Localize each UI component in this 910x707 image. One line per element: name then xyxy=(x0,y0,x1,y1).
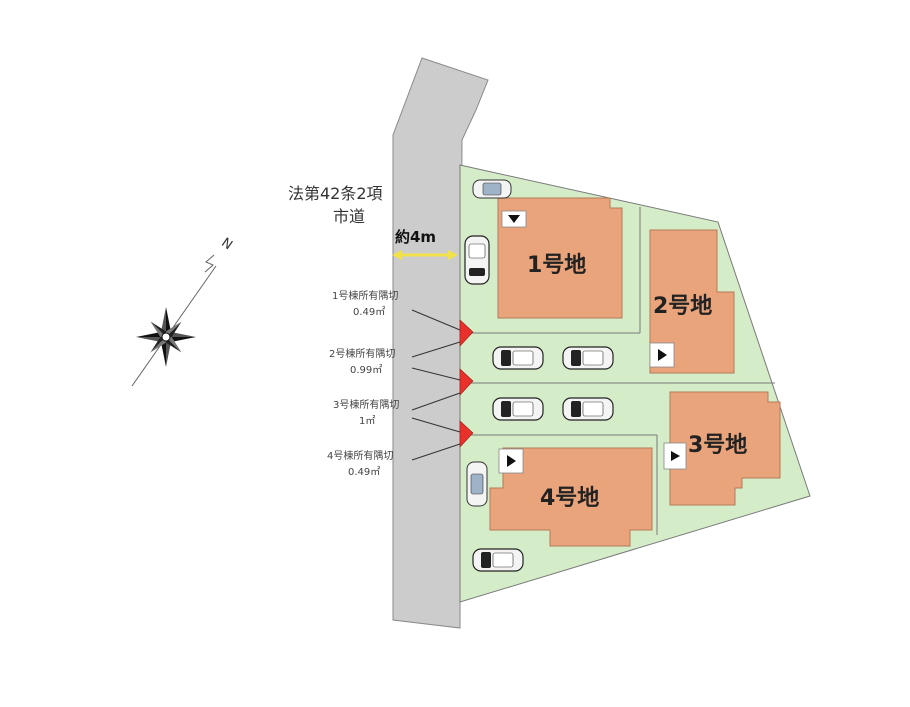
car-horizontal-5-icon xyxy=(562,397,614,421)
lot-4-label: 4号地 xyxy=(540,486,599,511)
entrance-marker-2 xyxy=(649,342,675,368)
car-horizontal-4-icon xyxy=(492,397,544,421)
building-2 xyxy=(649,229,735,374)
road-name-line1: 法第42条2項 xyxy=(288,184,383,203)
building-4 xyxy=(489,447,653,547)
corner-cut-3-name: 3号棟所有隅切 xyxy=(333,398,399,411)
building-1 xyxy=(497,197,623,319)
corner-cut-2-area: 0.99㎡ xyxy=(350,364,382,376)
corner-cut-1-area: 0.49㎡ xyxy=(353,306,385,318)
entrance-marker-4 xyxy=(498,448,524,474)
compass-north-label: N xyxy=(218,235,235,253)
corner-cut-2-name: 2号棟所有隅切 xyxy=(329,347,395,360)
car-horizontal-1-icon xyxy=(472,179,512,199)
lot-3-label: 3号地 xyxy=(688,433,747,458)
corner-cut-1-name: 1号棟所有隅切 xyxy=(332,289,398,302)
lot-boundaries xyxy=(460,207,775,535)
entrance-marker-3 xyxy=(663,442,687,470)
entrance-marker-1 xyxy=(501,210,527,228)
corner-cut-3-area: 1㎡ xyxy=(359,415,375,427)
corner-cut-flag-3 xyxy=(459,420,474,448)
car-vertical-2-icon xyxy=(466,461,488,507)
car-vertical-1-icon xyxy=(464,235,490,285)
lot-2-label: 2号地 xyxy=(653,294,712,319)
road-width-indicator xyxy=(392,250,458,260)
road-width-label: 約4m xyxy=(395,228,436,246)
lot-1-label: 1号地 xyxy=(527,253,586,278)
car-horizontal-2-icon xyxy=(492,346,544,370)
corner-cut-leaders xyxy=(411,309,461,461)
building-3 xyxy=(669,391,781,506)
car-horizontal-3-icon xyxy=(562,346,614,370)
corner-cut-flag-2 xyxy=(459,368,474,396)
corner-cut-4-name: 4号棟所有隅切 xyxy=(327,449,393,462)
car-horizontal-6-icon xyxy=(472,548,524,572)
corner-cut-flag-1 xyxy=(459,319,474,347)
corner-cut-4-area: 0.49㎡ xyxy=(348,466,380,478)
road-name-line2: 市道 xyxy=(333,207,365,226)
compass-rose-icon xyxy=(131,254,217,387)
